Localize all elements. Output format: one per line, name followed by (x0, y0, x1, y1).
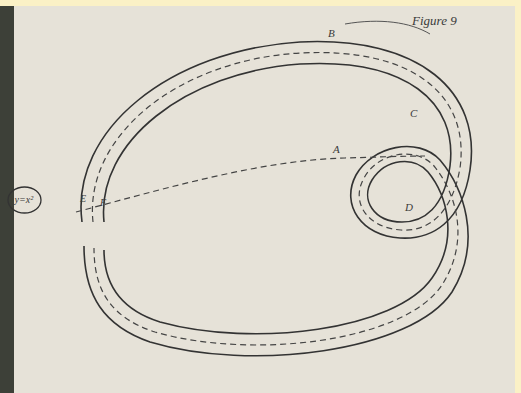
point-letter: E (80, 194, 86, 204)
point-letter: C (410, 108, 417, 119)
point-letter: A (333, 144, 340, 155)
circled-label: y=x² (7, 186, 42, 214)
point-letter: B (328, 28, 335, 39)
inner-curve (104, 63, 451, 333)
outer-curve (81, 42, 471, 356)
dashed-cut (76, 156, 425, 212)
middle-dashed-curve (92, 53, 461, 345)
paper-sheet (0, 6, 515, 393)
point-letter: D (405, 202, 413, 213)
point-letter: F (100, 198, 106, 208)
circle-outline (8, 187, 41, 213)
circled-text: y=x² (7, 186, 42, 214)
figure-title: Figure 9 (412, 14, 457, 27)
